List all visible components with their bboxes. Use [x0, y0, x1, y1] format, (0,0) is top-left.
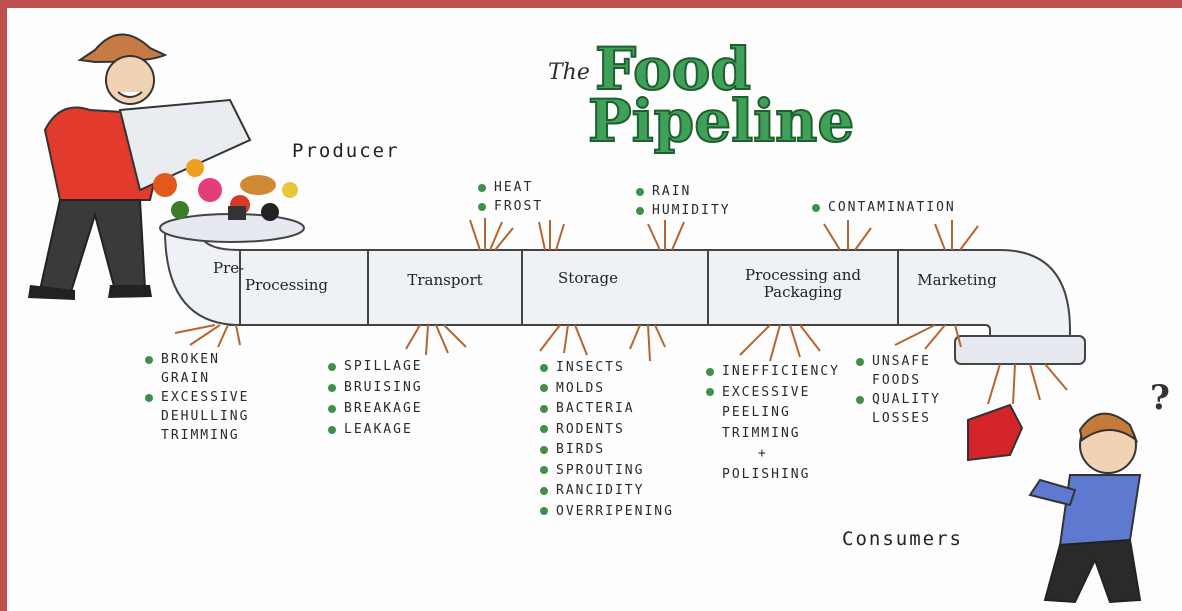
pipe: [159, 213, 1086, 365]
question-mark: ?: [1150, 378, 1170, 418]
loss-item: Sprouting: [540, 461, 674, 482]
segment-label: Pre-: [213, 259, 245, 277]
leak-marks: [174, 218, 1068, 405]
hat: [77, 33, 168, 64]
loss-item: Bacteria: [540, 399, 674, 420]
title-pipeline: Pipeline: [587, 87, 855, 155]
loss-item: Quality: [856, 390, 941, 409]
trousers: [38, 199, 147, 297]
loss-item: Insects: [540, 358, 674, 379]
loss-item: Molds: [540, 379, 674, 400]
loss-item-continued: Grain: [161, 371, 211, 386]
hazard-group-heat-frost: Heat Frost: [478, 178, 543, 216]
loss-item: Unsafe: [856, 352, 941, 371]
segment-label: Transport: [407, 271, 483, 289]
segment-transport: Transport: [372, 272, 518, 289]
segment-label: Storage: [558, 269, 618, 287]
loss-item: Breakage: [328, 398, 423, 419]
consumers-label: Consumers: [842, 528, 963, 550]
shirt: [1058, 474, 1142, 547]
consumer-figure: [967, 403, 1142, 604]
loss-item: Inefficiency: [706, 362, 840, 383]
loss-list-transport: Spillage Bruising Breakage Leakage: [328, 356, 423, 440]
segment-storage: Storage: [528, 270, 648, 287]
loss-list-storage: Insects Molds Bacteria Rodents Birds Spr…: [540, 358, 674, 522]
segment-label: Marketing: [917, 271, 997, 289]
loss-item-continued: Trimming: [161, 428, 240, 443]
loss-item-continued: Foods: [872, 373, 922, 388]
trousers: [1043, 538, 1142, 604]
producer-label: Producer: [292, 140, 400, 162]
loss-item-continued: Losses: [872, 411, 931, 426]
loss-item-continued: Polishing: [722, 466, 811, 482]
hazard-group-contamination: Contamination: [812, 198, 956, 217]
loss-item: Excessive: [145, 388, 249, 407]
segment-label-2: Packaging: [763, 283, 843, 301]
hazard-item: Rain: [636, 182, 731, 201]
loss-item: Birds: [540, 440, 674, 461]
hazard-item: Humidity: [636, 201, 731, 220]
loss-list-preprocessing: Broken Grain Excessive Dehulling Trimmin…: [145, 350, 249, 445]
food-pile: [153, 159, 298, 221]
hazard-group-rain-humidity: Rain Humidity: [636, 182, 731, 220]
hazard-item: Frost: [478, 197, 543, 216]
loss-item-continued: +: [758, 446, 768, 461]
loss-item: Leakage: [328, 419, 423, 440]
segment-marketing: Marketing: [902, 272, 1012, 289]
loss-item-continued: Peeling: [722, 405, 791, 420]
producer-figure: [28, 33, 298, 300]
loss-item: Bruising: [328, 377, 423, 398]
loss-item: Broken: [145, 350, 249, 369]
pipe-outlet: [954, 335, 1086, 365]
segment-label-2: Processing: [245, 276, 329, 294]
segment-label: Processing and: [744, 266, 861, 284]
hazard-item: Contamination: [812, 198, 956, 217]
hazard-item: Heat: [478, 178, 543, 197]
loss-item-continued: Dehulling: [161, 409, 250, 424]
loss-list-marketing: Unsafe Foods Quality Losses: [856, 352, 941, 428]
title-food: Food: [594, 35, 752, 103]
loss-item: Excessive: [706, 383, 840, 404]
title-prefix: The: [548, 60, 590, 85]
loss-item: Spillage: [328, 356, 423, 377]
loss-item-continued: Trimming: [722, 425, 801, 441]
loss-item: Rodents: [540, 420, 674, 441]
loss-list-processing: Inefficiency Excessive Peeling Trimming …: [706, 362, 840, 485]
package: [967, 403, 1024, 462]
segment-preprocessing: Pre- Processing: [205, 260, 365, 294]
hair: [1078, 412, 1139, 444]
bin: [118, 98, 252, 192]
segment-processing-packaging: Processing and Packaging: [712, 267, 894, 301]
loss-item: Rancidity: [540, 481, 674, 502]
loss-item: Overripening: [540, 502, 674, 523]
